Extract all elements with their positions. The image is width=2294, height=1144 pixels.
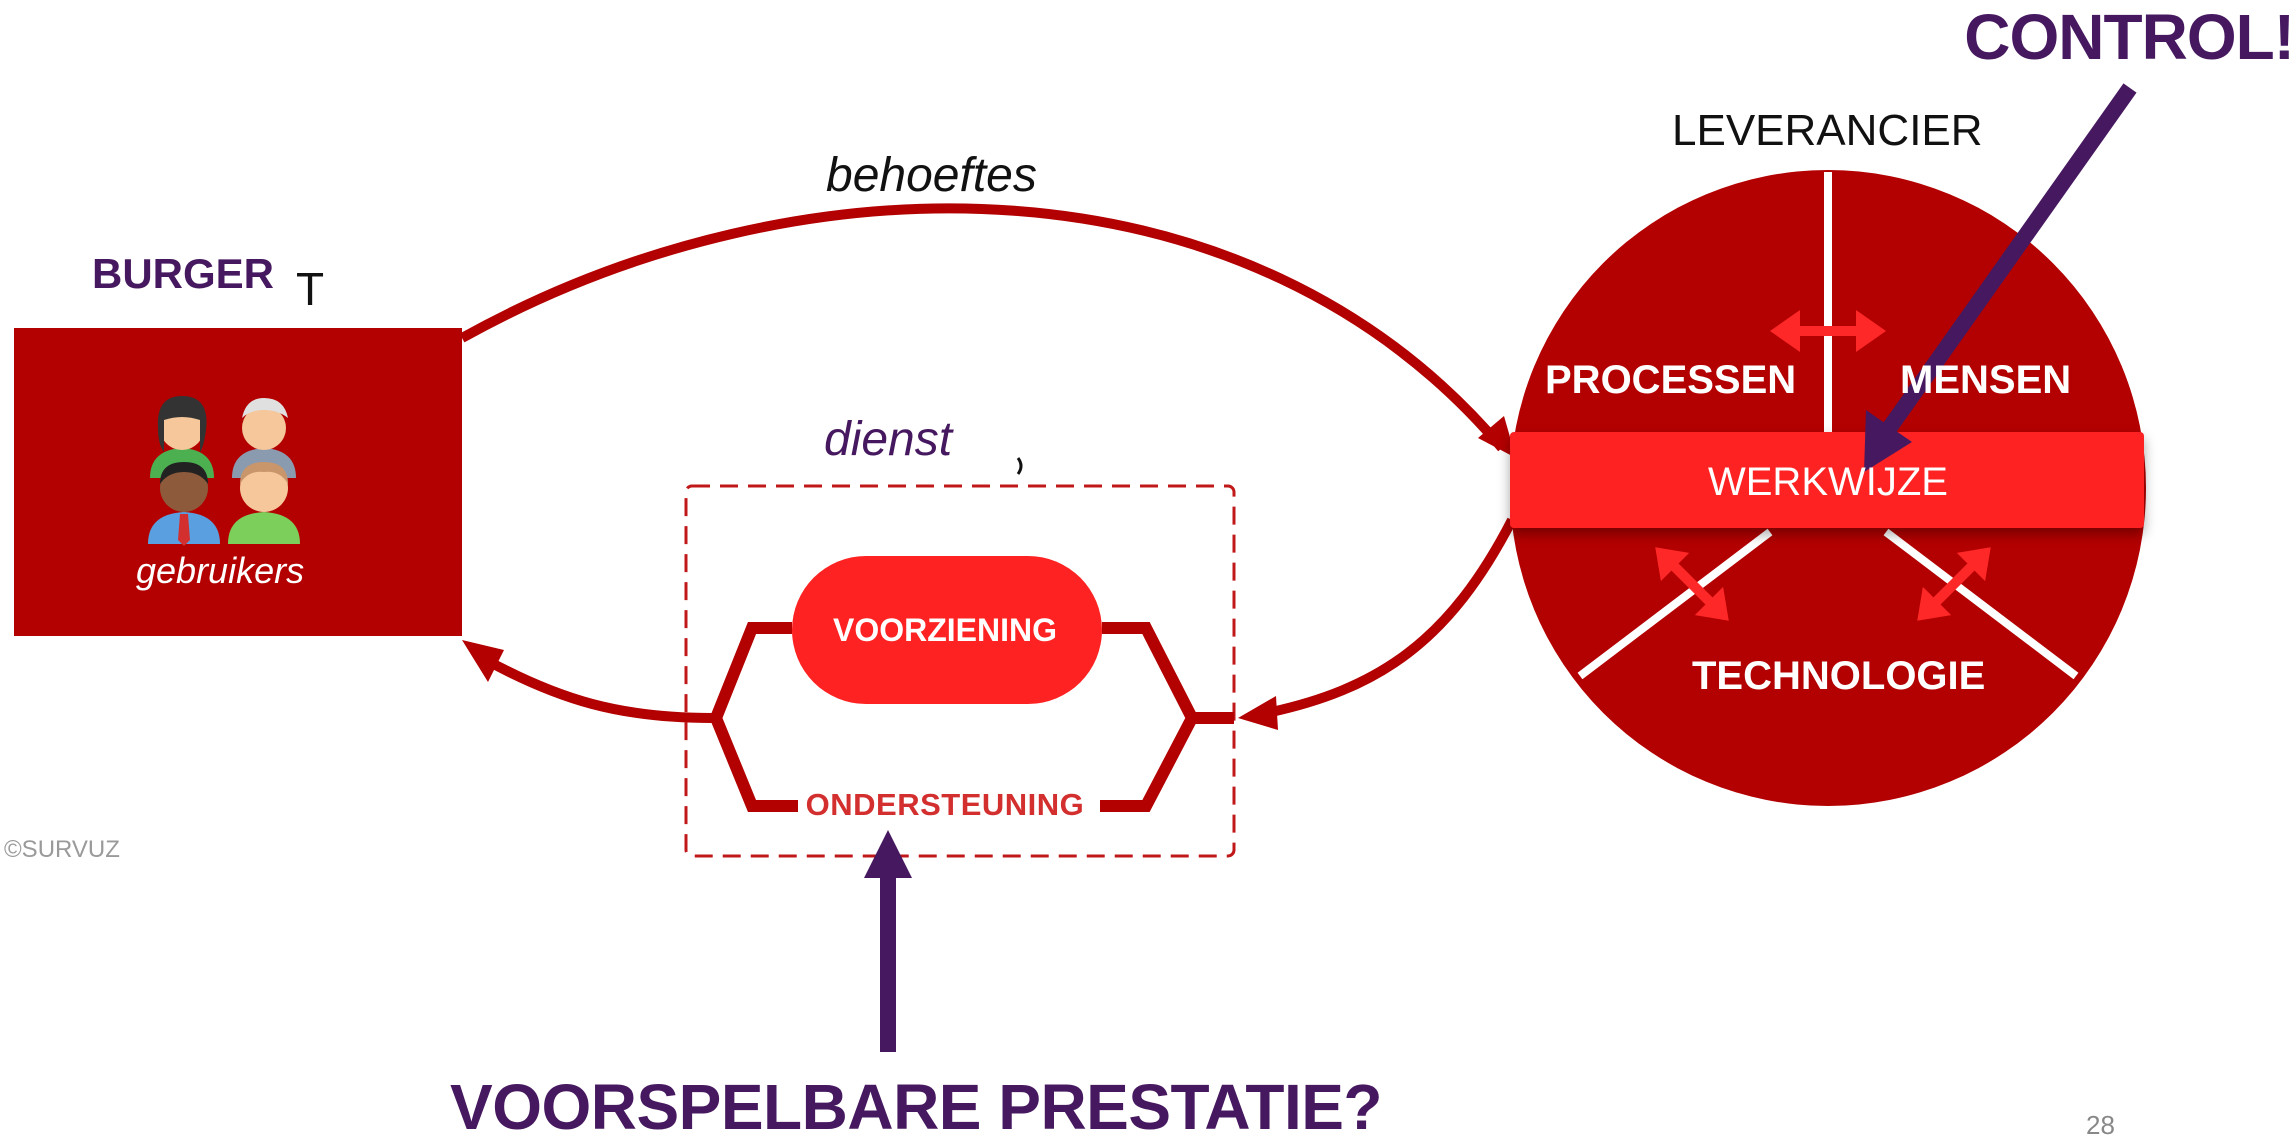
double-arrow-icon bbox=[1655, 547, 1729, 621]
ondersteuning-label: ONDERSTEUNING bbox=[805, 787, 1085, 822]
return-arrowhead-supplier bbox=[1238, 696, 1278, 730]
control-arrow bbox=[1881, 83, 2137, 435]
behoeftes-arrow bbox=[459, 203, 1506, 452]
prestatie-arrowhead bbox=[864, 830, 912, 878]
users-group-icon bbox=[148, 396, 300, 546]
leverancier-label: LEVERANCIER bbox=[1672, 106, 1983, 155]
voorziening-label: VOORZIENING bbox=[832, 612, 1057, 648]
technologie-label: TECHNOLOGIE bbox=[1692, 654, 1986, 698]
werkwijze-band bbox=[1510, 432, 2144, 528]
return-arrow-supplier bbox=[1261, 517, 1517, 719]
behoeftes-label: behoeftes bbox=[826, 149, 1037, 202]
stray-mark bbox=[1016, 457, 1023, 475]
service-bracket bbox=[709, 622, 1234, 812]
page-number: 28 bbox=[2086, 1110, 2115, 1140]
dienst-box bbox=[684, 484, 1236, 858]
gebruikers-label: gebruikers bbox=[136, 550, 305, 591]
control-label: CONTROL! bbox=[1964, 1, 2294, 73]
mensen-label: MENSEN bbox=[1900, 358, 2072, 402]
return-arrowhead-burger bbox=[462, 640, 504, 682]
return-arrow-burger bbox=[483, 655, 713, 723]
supplier-divider-right bbox=[1883, 528, 2079, 680]
werkwijze-label: WERKWIJZE bbox=[1708, 460, 1948, 504]
burger-label: BURGER bbox=[92, 250, 275, 297]
prestatie-arrow bbox=[880, 870, 896, 1052]
prestatie-label: VOORSPELBARE PRESTATIE? bbox=[450, 1071, 1383, 1143]
burger-box bbox=[14, 328, 462, 636]
burger-suffix-label: T bbox=[296, 263, 325, 315]
double-arrow-icon bbox=[1770, 310, 1886, 352]
voorziening-pill bbox=[792, 556, 1102, 704]
supplier-divider-left bbox=[1577, 528, 1773, 680]
control-arrowhead bbox=[1864, 410, 1912, 472]
dienst-label: dienst bbox=[824, 413, 953, 466]
copyright-label: ©SURVUZ bbox=[4, 836, 120, 863]
behoeftes-arrowhead bbox=[1478, 416, 1516, 458]
double-arrow-icon bbox=[1917, 547, 1991, 621]
processen-label: PROCESSEN bbox=[1545, 358, 1797, 402]
